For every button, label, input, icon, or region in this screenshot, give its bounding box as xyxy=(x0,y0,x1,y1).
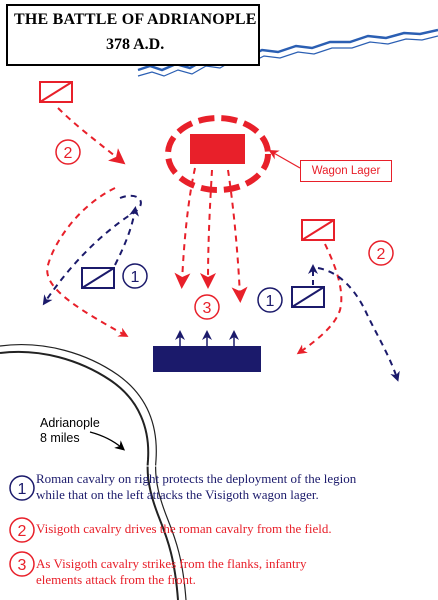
roman-cavalry-left xyxy=(81,267,115,289)
legend-marker-1: 1 xyxy=(9,475,35,501)
marker-1-right: 1 xyxy=(257,287,283,313)
marker-2-right-number: 2 xyxy=(377,246,386,263)
marker-2-left-number: 2 xyxy=(64,145,73,162)
city-label-distance: 8 miles xyxy=(40,431,80,445)
marker-1-left-number: 1 xyxy=(131,269,140,286)
legion-advance-arrows xyxy=(175,330,239,346)
infantry-attack-arrow-left xyxy=(174,167,196,289)
map-date: 378 A.D. xyxy=(106,36,165,53)
marker-3: 3 xyxy=(194,294,220,320)
marker-2-left: 2 xyxy=(55,139,81,165)
legend-text-3b: elements attack from the front. xyxy=(36,572,196,587)
legend-text-3a: As Visigoth cavalry strikes from the fla… xyxy=(36,556,307,571)
legend-marker-3: 3 xyxy=(9,551,35,577)
roman-legion xyxy=(153,346,261,372)
title-box: THE BATTLE OF ADRIANOPLE 378 A.D. xyxy=(6,4,260,66)
infantry-attack-arrow-right xyxy=(227,169,248,303)
legend-text-1b: while that on the left attacks the Visig… xyxy=(36,487,319,502)
infantry-attack-arrow-center xyxy=(200,169,217,289)
visigoth-cavalry-right-charge-arrow xyxy=(296,243,343,355)
road xyxy=(0,350,179,600)
wagon-lager-label: Wagon Lager xyxy=(300,160,392,182)
legend-text-1a: Roman cavalry on right protects the depl… xyxy=(36,471,357,486)
visigoth-cavalry-left xyxy=(39,81,73,103)
legend-item-2: 2 xyxy=(8,516,36,549)
legend-marker-2: 2 xyxy=(9,517,35,543)
legend-number-3: 3 xyxy=(18,557,27,574)
legend-item-1: 1 xyxy=(8,474,36,507)
wagon-lager xyxy=(190,134,245,164)
city-pointer-arrow xyxy=(89,431,126,451)
road-edge xyxy=(0,344,187,600)
legend-number-1: 1 xyxy=(18,481,27,498)
wagon-lager-ring xyxy=(165,115,271,193)
marker-2-right: 2 xyxy=(368,240,394,266)
legend-text-2: Visigoth cavalry drives the roman cavalr… xyxy=(36,521,332,536)
wagon-lager-callout-arrow xyxy=(268,150,301,169)
roman-cavalry-right-retreat-arrow xyxy=(317,267,400,382)
city-label-name: Adrianople xyxy=(40,416,100,430)
legend-number-2: 2 xyxy=(18,523,27,540)
marker-3-number: 3 xyxy=(203,300,212,317)
marker-1-left: 1 xyxy=(122,263,148,289)
roman-cavalry-right xyxy=(291,286,325,308)
map-title: THE BATTLE OF ADRIANOPLE xyxy=(14,11,257,28)
visigoth-cavalry-left-charge-arrow xyxy=(57,107,126,165)
marker-1-right-number: 1 xyxy=(266,293,275,310)
legend-item-3: 3 xyxy=(8,550,36,583)
visigoth-cavalry-left-pursuit-arrow xyxy=(46,187,129,337)
river-bank xyxy=(137,35,438,77)
roman-cavalry-left-attack-arrow xyxy=(114,206,139,266)
visigoth-cavalry-right xyxy=(301,219,335,241)
